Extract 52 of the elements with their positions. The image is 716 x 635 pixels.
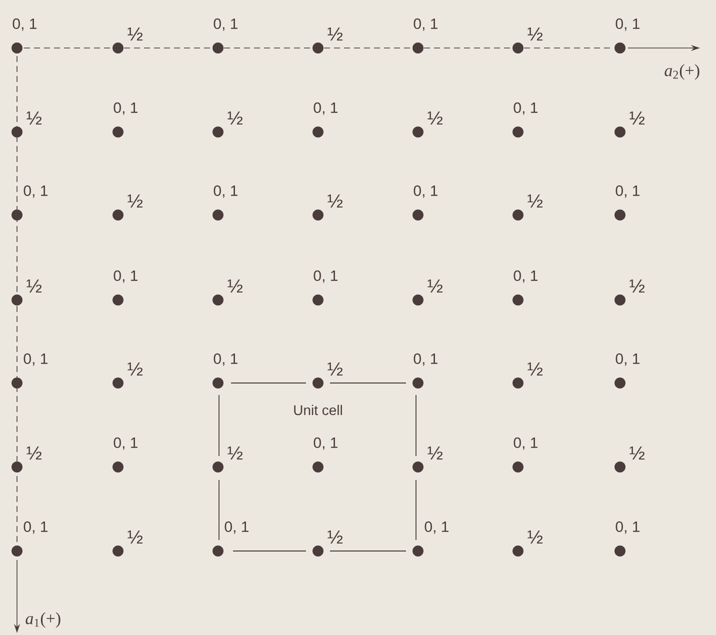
point-label: ½ [328, 362, 343, 376]
point-label: 0, 1 [12, 18, 36, 31]
point-label: ½ [428, 111, 443, 125]
point-label: ½ [630, 446, 645, 460]
point-label: ½ [26, 111, 42, 125]
point-label: 0, 1 [314, 270, 338, 283]
point-label: ½ [128, 530, 143, 544]
point-label: 0, 1 [214, 18, 238, 31]
point-label: ½ [328, 27, 343, 41]
point-label: 0, 1 [24, 353, 48, 366]
point-label: ½ [328, 530, 343, 544]
point-label: 0, 1 [214, 185, 238, 198]
unit-cell-label: Unit cell [294, 404, 342, 416]
point-label: 0, 1 [414, 185, 438, 198]
point-label: ½ [528, 27, 543, 41]
point-label: 0, 1 [414, 18, 438, 31]
axis-label: a$_{2}$(+) [664, 64, 700, 80]
point-label: ½ [328, 194, 343, 208]
point-label: 0, 1 [514, 102, 538, 115]
point-label: ½ [26, 446, 42, 460]
point-label: ½ [228, 279, 243, 293]
point-label: ½ [428, 279, 443, 293]
point-label: ½ [228, 111, 243, 125]
point-label: ½ [528, 194, 543, 208]
point-label: 0, 1 [224, 521, 248, 534]
point-label: 0, 1 [114, 437, 138, 450]
point-label: 0, 1 [24, 185, 48, 198]
point-label: 0, 1 [616, 18, 640, 31]
point-label: 0, 1 [424, 521, 448, 534]
point-label: 0, 1 [214, 353, 238, 366]
point-label: ½ [428, 446, 443, 460]
point-label: ½ [630, 111, 645, 125]
point-label: ½ [528, 530, 543, 544]
point-label: ½ [228, 446, 243, 460]
point-label: 0, 1 [314, 102, 338, 115]
point-label: ½ [528, 362, 543, 376]
point-label: 0, 1 [514, 270, 538, 283]
point-label: ½ [26, 279, 42, 293]
point-label: ½ [128, 362, 143, 376]
point-label: 0, 1 [414, 353, 438, 366]
point-label: ½ [128, 27, 143, 41]
point-label: 0, 1 [24, 521, 48, 534]
point-label: 0, 1 [616, 353, 640, 366]
point-label: 0, 1 [114, 102, 138, 115]
point-label: 0, 1 [616, 185, 640, 198]
point-label: ½ [128, 194, 143, 208]
point-label: 0, 1 [314, 437, 338, 450]
point-label: ½ [630, 279, 645, 293]
axis-label: a$_{1}$(+) [26, 612, 60, 628]
point-label: 0, 1 [114, 270, 138, 283]
point-label: 0, 1 [514, 437, 538, 450]
point-label: 0, 1 [616, 521, 640, 534]
